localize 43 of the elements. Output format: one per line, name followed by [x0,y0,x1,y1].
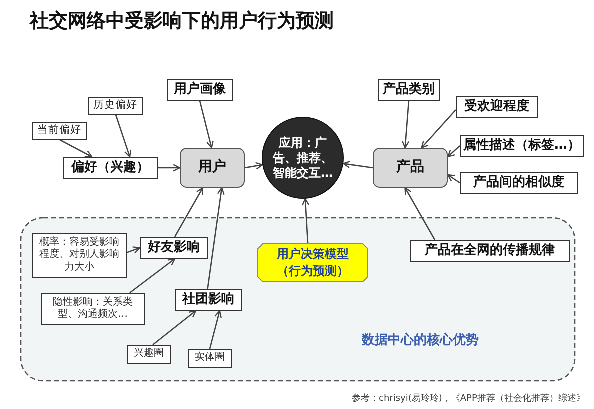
note-box: 实体圈 [188,349,232,368]
circle-node: 应用：广告、推荐、智能交互… [262,117,344,199]
arrow [447,146,460,158]
arrow [207,187,225,290]
arrow [174,187,204,238]
text-box: 社团影响 [175,289,242,311]
arrow [152,310,197,346]
arrow [404,187,436,240]
note-box: 概率：容易受影响程度、对别人影响力大小 [32,233,127,278]
arrow [343,160,374,169]
text-box: 历史偏好 [88,97,143,115]
text-box: 当前偏好 [32,122,87,140]
text-box: 受欢迎程度 [456,96,538,118]
rounded-box: 用户 [180,148,245,188]
text-box: 属性描述（标签…） [460,135,584,157]
arrow [126,246,141,254]
region-label: 数据中心的核心优势 [362,333,479,350]
arrow [199,100,214,149]
decision-model-box [257,243,369,283]
text-box: 用户画像 [167,79,233,101]
reference-note: 参考：chrisyi(易玲玲)，《APP推荐（社会化推荐）综述》 [352,392,586,405]
note-box: 隐性影响：关系类型、沟通频次… [41,293,145,325]
text-box: 好友影响 [140,237,208,259]
text-box: 产品在全网的传播规律 [410,240,570,262]
arrow [209,310,222,350]
arrow [115,114,132,158]
box-text: （行为预测） [277,263,349,280]
arrow [302,198,310,244]
dashed-region [20,217,576,382]
rounded-box: 产品 [373,148,448,188]
text-box: 偏好（兴趣） [63,157,158,179]
text-box: 产品类别 [378,79,440,101]
title: 社交网络中受影响下的用户行为预测 [30,9,334,34]
arrow [158,164,181,172]
arrow [402,100,410,149]
arrow [447,174,460,184]
box-text: 用户决策模型 [277,246,349,263]
arrow [130,258,176,294]
arrow [421,110,456,149]
text-box: 产品间的相似度 [460,172,578,194]
note-box: 兴趣圈 [127,345,171,364]
arrow [60,139,93,158]
arrow [244,162,264,170]
